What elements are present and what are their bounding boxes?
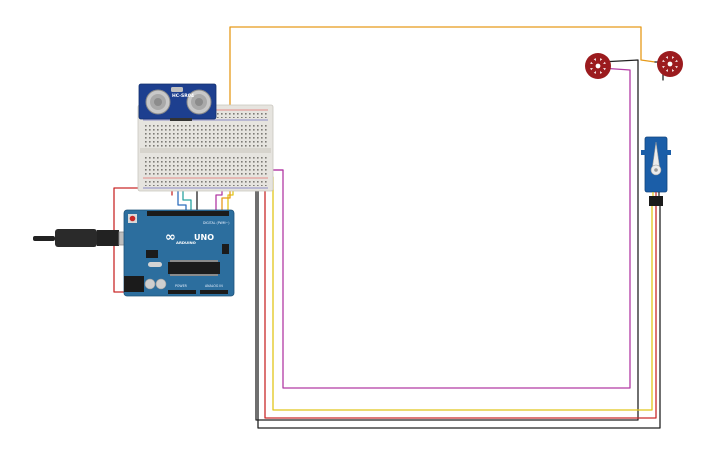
atmega-chip (168, 262, 220, 274)
wire-orange-top-loop[interactable] (229, 26, 656, 166)
breadboard[interactable] (137, 104, 274, 192)
analog-label: ANALOG IN (205, 284, 223, 288)
dc-motor-left[interactable] (585, 53, 611, 79)
arduino-model: UNO (194, 233, 214, 242)
arduino-logo: ∞ (165, 230, 176, 245)
power-jack[interactable] (124, 276, 144, 292)
wire-black-motor[interactable] (255, 59, 639, 421)
arduino-uno[interactable]: DIGITAL (PWM~) ∞ ARDUINO UNO POWER ANALO… (123, 209, 235, 297)
analog-header[interactable] (200, 290, 228, 294)
power-header[interactable] (168, 290, 196, 294)
servo-motor[interactable] (641, 136, 671, 206)
digital-header[interactable] (147, 211, 229, 216)
sensor-label: HC-SR04 (172, 93, 194, 99)
wire-magenta-loop[interactable] (215, 67, 631, 389)
servo-connector[interactable] (649, 196, 663, 206)
wire-red-servo[interactable] (264, 181, 657, 419)
dc-motor-right[interactable] (657, 51, 683, 77)
wire-black-servo-loop[interactable] (257, 179, 661, 429)
ultrasonic-sensor[interactable]: HC-SR04 (138, 83, 217, 121)
arduino-brand: ARDUINO (176, 240, 197, 245)
usb-chip (146, 250, 158, 258)
power-label: POWER (175, 284, 188, 288)
digital-label: DIGITAL (PWM~) (203, 221, 229, 225)
wire-yellow-servo[interactable] (227, 176, 653, 411)
